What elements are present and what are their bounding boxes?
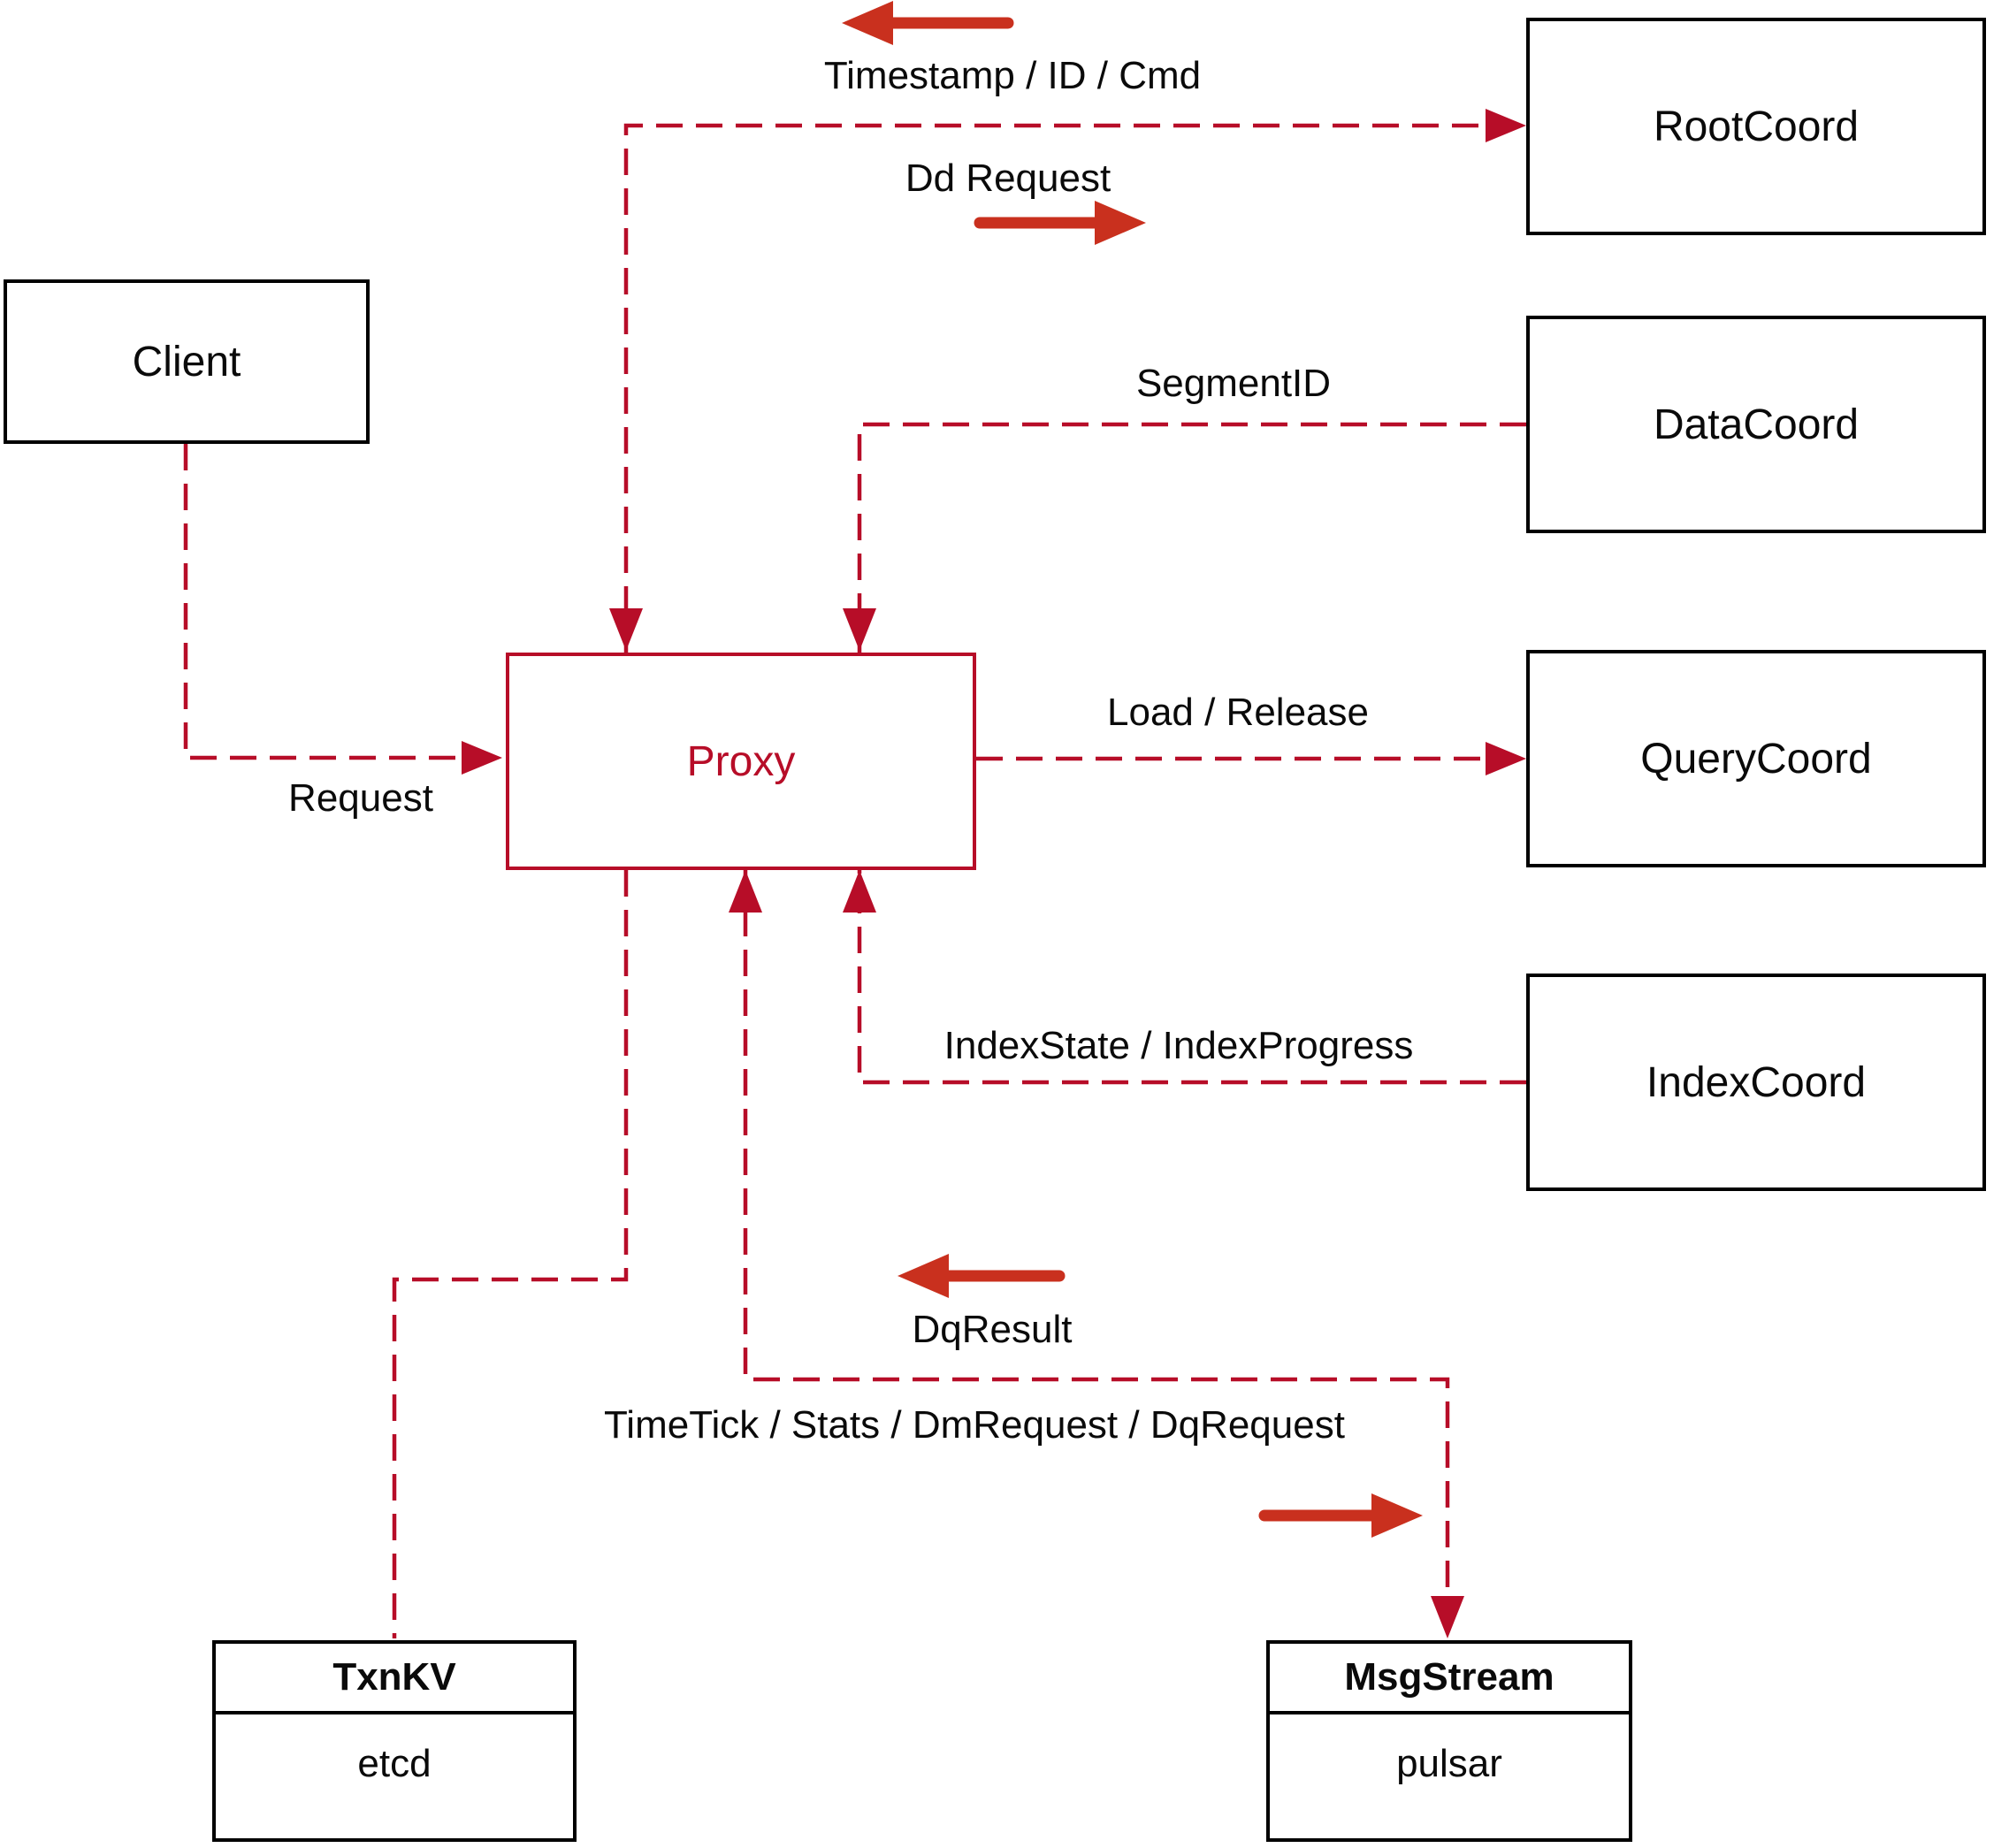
arrowhead-into-proxy-top-right	[843, 608, 876, 651]
arrowhead-into-querycoord	[1486, 742, 1526, 775]
direction-arrow-ddrequest-head	[1095, 201, 1146, 245]
direction-arrow-dqresult-head	[898, 1254, 949, 1298]
node-rootcoord: RootCoord	[1526, 18, 1986, 235]
node-indexcoord: IndexCoord	[1526, 974, 1986, 1191]
node-proxy-label: Proxy	[686, 737, 796, 785]
txnkv-impl: etcd	[357, 1742, 432, 1785]
txnkv-title: TxnKV	[216, 1644, 573, 1714]
direction-arrow-timetick-head	[1371, 1493, 1423, 1538]
edge-label-dd-request: Dd Request	[905, 157, 1111, 200]
edge-proxy-txnkv	[392, 870, 629, 1638]
node-client-label: Client	[132, 338, 241, 386]
node-datacoord-label: DataCoord	[1653, 401, 1860, 448]
edge-label-timetick: TimeTick / Stats / DmRequest / DqRequest	[604, 1403, 1345, 1447]
node-client: Client	[4, 279, 370, 444]
node-datacoord: DataCoord	[1526, 316, 1986, 533]
node-txnkv: TxnKV etcd	[212, 1640, 577, 1842]
node-rootcoord-label: RootCoord	[1653, 103, 1860, 150]
arrowhead-into-proxy-left	[462, 741, 502, 775]
edge-datacoord-proxy	[857, 422, 1526, 653]
edge-label-dq-result: DqResult	[912, 1308, 1073, 1351]
msgstream-title: MsgStream	[1270, 1644, 1629, 1714]
arrowhead-into-proxy-top-left	[609, 608, 643, 651]
edge-label-timestamp-id-cmd: Timestamp / ID / Cmd	[823, 54, 1202, 97]
edge-proxy-msgstream	[743, 870, 1450, 1627]
direction-arrow-timestamp-head	[842, 1, 893, 45]
node-msgstream: MsgStream pulsar	[1266, 1640, 1632, 1842]
arrowhead-into-proxy-bottom-right	[843, 870, 876, 913]
edge-label-load-release: Load / Release	[1107, 691, 1369, 734]
node-querycoord-label: QueryCoord	[1640, 735, 1872, 783]
edge-label-index-state: IndexState / IndexProgress	[943, 1024, 1414, 1067]
arrowhead-into-msgstream	[1431, 1596, 1464, 1638]
node-querycoord: QueryCoord	[1526, 650, 1986, 867]
edge-client-proxy	[183, 444, 488, 760]
edge-proxy-rootcoord	[623, 123, 1514, 653]
edge-label-request: Request	[288, 776, 433, 820]
node-proxy: Proxy	[506, 653, 976, 870]
msgstream-impl: pulsar	[1396, 1742, 1502, 1785]
arrowhead-into-rootcoord	[1486, 109, 1526, 142]
arrowhead-into-proxy-bottom-left	[729, 870, 762, 913]
node-indexcoord-label: IndexCoord	[1646, 1058, 1867, 1106]
edge-indexcoord-proxy	[857, 868, 1526, 1085]
edge-label-segment-id: SegmentID	[1135, 362, 1332, 405]
